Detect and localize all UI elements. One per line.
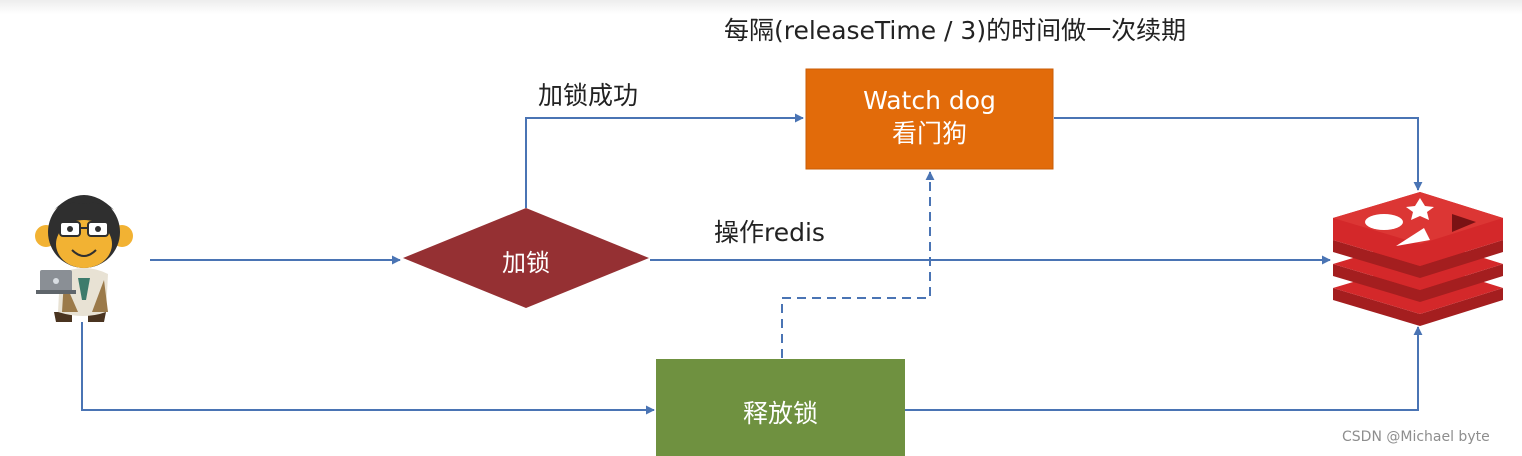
edge-label-lock-success: 加锁成功: [538, 81, 639, 110]
watchdog-label-zh: 看门狗: [891, 119, 967, 148]
watchdog-label-en: Watch dog: [863, 86, 996, 115]
monkey-programmer-icon: [35, 195, 133, 322]
watermark: CSDN @Michael byte: [1342, 429, 1490, 445]
lock-diamond: [403, 208, 649, 308]
lock-label: 加锁: [502, 249, 550, 277]
edge-user-to-release: [81, 322, 655, 415]
watchdog-label: Watch dog 看门狗: [806, 84, 1053, 150]
edge-watchdog-to-redis: [1054, 117, 1423, 191]
release-label: 释放锁: [742, 399, 818, 428]
top-fade: [0, 0, 1522, 14]
diagram-title: 每隔(releaseTime / 3)的时间做一次续期: [724, 16, 1187, 45]
edge-lock-to-watchdog: [525, 113, 804, 208]
edge-label-operate-redis: 操作redis: [714, 218, 825, 247]
release-box: [656, 359, 905, 456]
watchdog-box: [805, 68, 1054, 170]
edge-release-to-redis: [905, 326, 1423, 411]
redis-icon: [1333, 192, 1503, 326]
edge-release-to-watchdog-dashed: [781, 171, 935, 358]
